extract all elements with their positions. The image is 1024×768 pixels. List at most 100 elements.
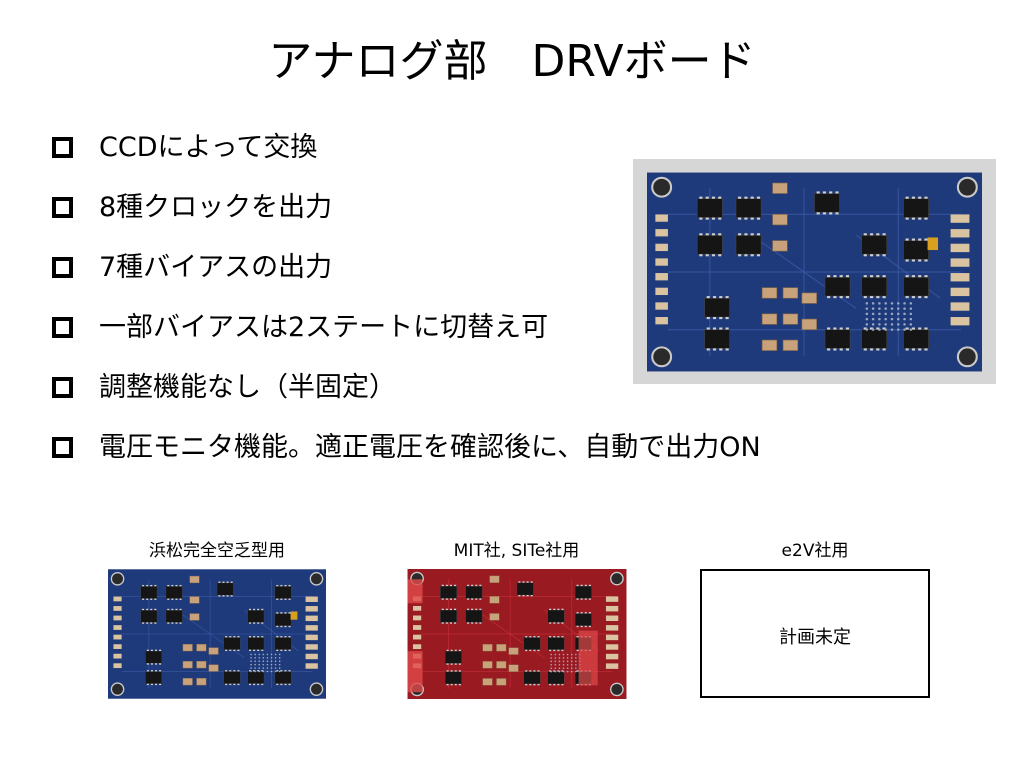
ic-pin — [155, 683, 158, 686]
ic-pin — [712, 317, 717, 320]
via — [250, 660, 252, 663]
edge-pad — [655, 302, 668, 310]
pcb-trace — [475, 609, 545, 659]
edge-pad — [950, 302, 970, 311]
ic-pin — [839, 296, 843, 299]
edge-pad — [305, 615, 318, 622]
mounting-hole — [651, 346, 673, 368]
ic-pin — [738, 233, 742, 236]
ic-pin — [705, 196, 709, 199]
ic-pin — [744, 233, 748, 236]
ic-pin — [911, 275, 915, 278]
ic-pin — [882, 327, 886, 330]
ic-pin — [706, 327, 710, 330]
ic-pin — [882, 254, 886, 257]
ic-pin — [839, 275, 843, 278]
ic-pin — [449, 622, 452, 624]
ic-chip — [735, 235, 762, 255]
capacitor — [496, 644, 507, 652]
ic-pin — [905, 296, 909, 299]
ic-chip — [465, 609, 483, 623]
ic-chip — [440, 609, 457, 623]
ic-pin — [522, 595, 525, 597]
via — [554, 660, 557, 663]
ic-pin — [576, 636, 579, 638]
ic-pin — [150, 670, 153, 672]
ic-pin — [159, 649, 162, 652]
via — [266, 670, 269, 673]
ic-pin — [445, 608, 448, 611]
ic-pin — [471, 584, 474, 587]
ic-pin — [537, 649, 540, 652]
via — [884, 317, 887, 321]
ic-pin — [584, 625, 587, 628]
ic-pin — [719, 317, 723, 320]
ic-pin — [706, 296, 710, 299]
edge-pad — [950, 317, 970, 326]
via — [570, 670, 573, 673]
ic-pin — [276, 612, 279, 614]
ic-pin — [576, 670, 579, 672]
via — [903, 323, 906, 326]
ic-pin — [553, 636, 556, 638]
ic-pin — [750, 233, 754, 236]
ic-pin — [711, 233, 716, 236]
ic-pin — [827, 275, 831, 278]
ic-pin — [288, 625, 291, 628]
via — [878, 323, 881, 326]
capacitor — [482, 644, 493, 652]
bullet-item: 調整機能なし（半固定） — [52, 365, 761, 425]
ic-pin — [833, 327, 837, 330]
board-caption-mit-site: MIT社, SITe社用 — [453, 541, 580, 561]
ic-pin — [150, 683, 153, 686]
ic-pin — [537, 670, 540, 672]
ic-pin — [155, 663, 158, 665]
ic-pin — [146, 670, 149, 672]
capacitor — [508, 647, 519, 655]
via — [871, 317, 875, 321]
via — [250, 670, 252, 673]
ic-pin — [588, 598, 591, 600]
via — [562, 663, 565, 666]
ic-pin — [822, 212, 827, 215]
ic-pin — [171, 608, 174, 611]
capacitor — [782, 313, 799, 325]
via — [550, 667, 553, 670]
ic-pin — [280, 670, 283, 672]
bullet-text: 調整機能なし（半固定） — [99, 372, 396, 403]
bullet-text: 8種クロックを出力 — [99, 192, 333, 223]
ic-pin — [833, 296, 837, 299]
ic-pin — [718, 233, 722, 236]
via — [871, 328, 875, 331]
ic-chip — [247, 671, 265, 684]
edge-pad — [655, 229, 668, 237]
ic-pin — [882, 296, 886, 299]
ic-pin — [911, 238, 915, 241]
ic-pin — [924, 275, 928, 278]
ic-pin — [576, 584, 579, 587]
ic-pin — [276, 670, 279, 672]
ic-pin — [526, 595, 529, 597]
ic-pin — [719, 296, 723, 299]
ic-pin — [584, 598, 587, 600]
edge-pad — [605, 663, 619, 669]
via — [575, 657, 577, 659]
ic-pin — [863, 327, 867, 330]
ic-pin — [261, 608, 264, 611]
via — [274, 657, 277, 659]
ic-pin — [261, 636, 264, 638]
ic-pin — [225, 683, 228, 686]
ic-chip — [216, 582, 234, 596]
edge-pad — [113, 615, 122, 621]
capacitor — [772, 214, 788, 226]
via — [278, 660, 281, 663]
ic-pin — [233, 636, 236, 638]
mounting-hole — [610, 682, 624, 697]
ic-pin — [445, 622, 448, 624]
ic-pin — [257, 636, 260, 638]
ic-pin — [257, 670, 260, 672]
edge-pad — [655, 258, 668, 266]
ic-pin — [479, 598, 482, 600]
via — [558, 657, 561, 659]
ic-pin — [845, 327, 850, 330]
